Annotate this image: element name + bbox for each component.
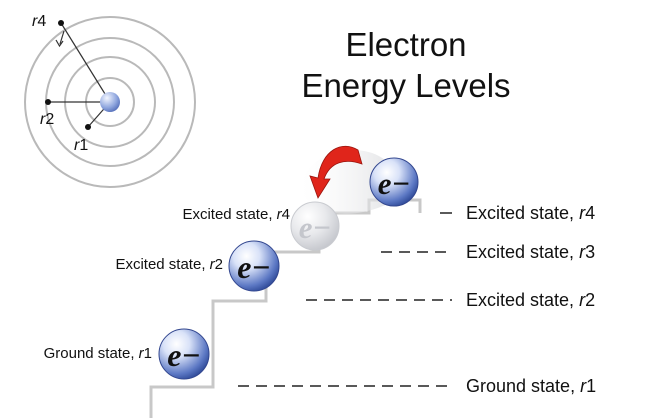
orbit-point-r4	[58, 20, 64, 26]
electron-excited-r4: e−	[369, 157, 419, 207]
atom-label-r2: r2	[40, 111, 54, 128]
svg-text:e−: e−	[167, 337, 201, 373]
stair-label-r1: Ground state, r1	[44, 345, 152, 362]
electron-ground-r1: e−	[158, 328, 210, 380]
atom-model: r4 r2 r1	[24, 13, 196, 188]
level-label-r4: Excited state, r4	[466, 203, 595, 223]
svg-text:e−: e−	[378, 166, 411, 201]
curved-arrow-icon	[309, 145, 363, 199]
atom-label-r1: r1	[74, 137, 88, 154]
electron-ghost-r4: e−	[290, 201, 340, 251]
atom-label-r4: r4	[32, 13, 46, 30]
stair-label-r4: Excited state, r4	[182, 206, 290, 223]
orbit-point-r2	[45, 99, 51, 105]
energy-staircase	[149, 198, 422, 418]
orbit-point-r1	[85, 124, 91, 130]
level-label-r3: Excited state, r3	[466, 242, 595, 262]
svg-text:e−: e−	[237, 249, 271, 285]
small-arrow-icon	[59, 30, 65, 45]
level-label-r1: Ground state, r1	[466, 376, 596, 396]
nucleus	[100, 92, 120, 112]
orbit-ring-4	[24, 16, 196, 188]
level-label-r2: Excited state, r2	[466, 290, 595, 310]
title-line-2: Energy Levels	[301, 67, 510, 104]
title-line-1: Electron	[345, 26, 466, 63]
svg-text:e−: e−	[299, 210, 332, 245]
small-arrowhead-icon	[55, 39, 64, 48]
radius-line-r4	[60, 22, 111, 103]
stair-label-r2: Excited state, r2	[115, 256, 223, 273]
electron-excited-r2: e−	[228, 240, 280, 292]
